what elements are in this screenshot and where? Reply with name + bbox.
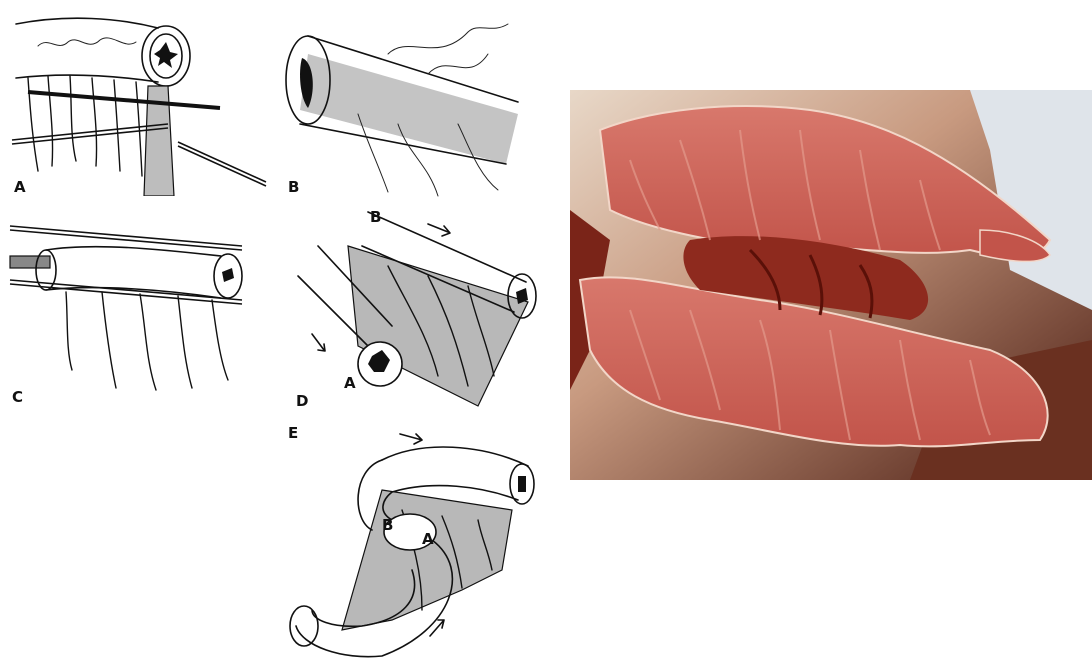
surgical-photo-drawing bbox=[570, 90, 1092, 480]
panel-label-d: D bbox=[296, 392, 308, 410]
label-d-limb-b: B bbox=[370, 208, 381, 226]
arrow-limb-a bbox=[312, 334, 325, 351]
panel-label-b: B bbox=[288, 178, 299, 196]
panel-b-bowel-segment: B bbox=[278, 14, 540, 204]
panel-label-a: A bbox=[14, 178, 26, 196]
panel-e-drawing: E B A bbox=[282, 420, 544, 668]
panel-d-two-limbs: B A D bbox=[278, 206, 540, 416]
panel-e-anastomosis: E B A bbox=[282, 420, 544, 668]
label-d-limb-a: A bbox=[344, 374, 356, 392]
panel-c-drawing: C bbox=[6, 220, 268, 410]
surgical-photo bbox=[570, 90, 1092, 480]
label-e-b: B bbox=[382, 516, 393, 534]
panel-a-bowel-transection: A bbox=[8, 6, 270, 196]
lumen-star bbox=[154, 42, 178, 68]
label-e-a: A bbox=[422, 530, 434, 548]
arrow-e-bottom bbox=[430, 620, 444, 636]
panel-a-drawing: A bbox=[8, 6, 270, 196]
support-rod bbox=[10, 256, 50, 268]
arrow-limb-b bbox=[428, 224, 450, 236]
panel-d-drawing: B A D bbox=[278, 206, 540, 416]
panel-c-bowel-on-rod: C bbox=[6, 220, 268, 410]
clamp-bar bbox=[28, 92, 220, 108]
panel-label-c: C bbox=[12, 388, 23, 406]
arrow-e-top bbox=[400, 434, 422, 444]
panel-b-drawing: B bbox=[278, 14, 540, 204]
e-mesentery bbox=[342, 490, 512, 630]
panel-label-e: E bbox=[288, 424, 298, 442]
e-lower-end bbox=[290, 606, 318, 646]
